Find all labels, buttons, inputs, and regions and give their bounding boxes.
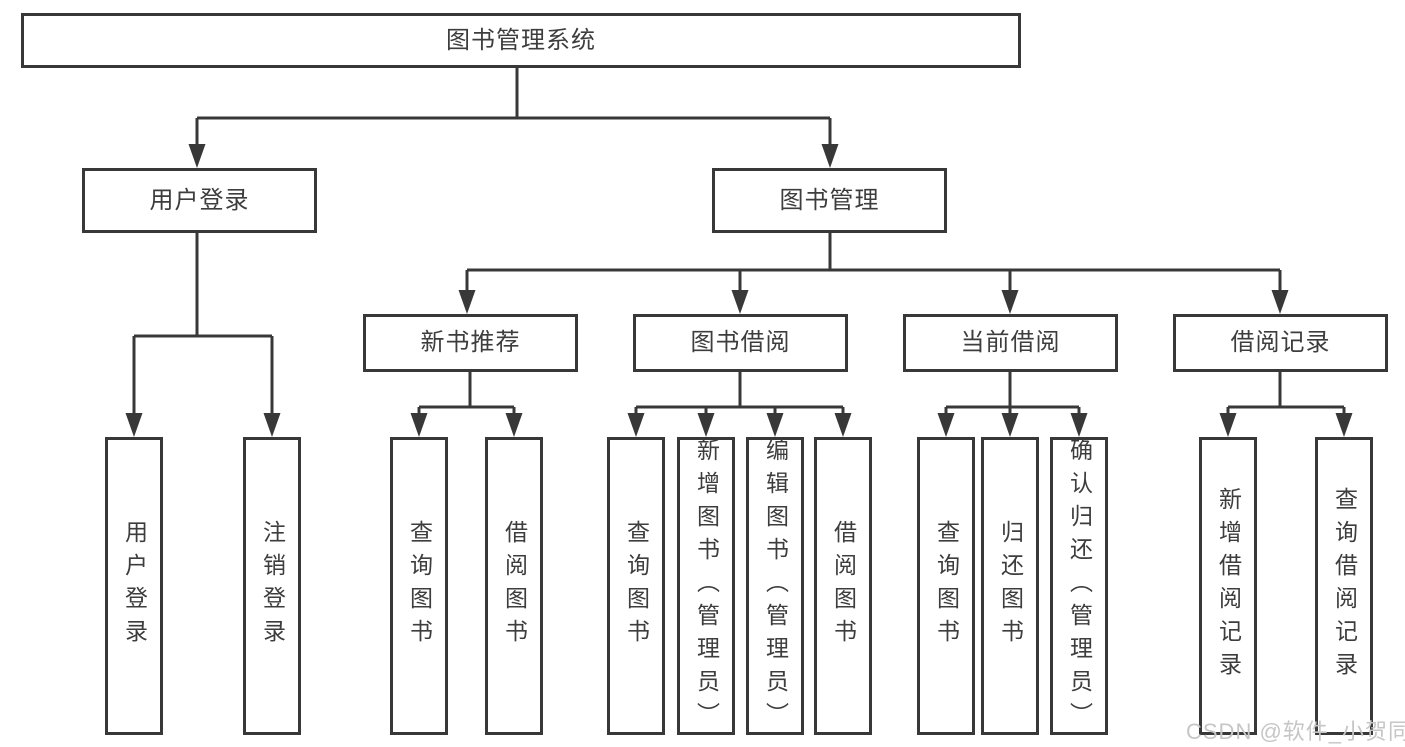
arrow-down-icon — [697, 413, 715, 437]
arrow-down-icon — [1001, 413, 1019, 437]
leaf-add-book-admin: 新增图书（管理员） — [677, 437, 735, 735]
leaf-edit-book-admin: 编辑图书（管理员） — [746, 437, 804, 735]
node-user-login: 用户登录 — [82, 168, 317, 233]
arrow-down-icon — [627, 413, 645, 437]
csdn-watermark: CSDN @软件_小贺同学 — [1186, 719, 1405, 744]
leaf-confirm-return-admin-label: 确认归还（管理员） — [1066, 437, 1093, 735]
leaf-return-book: 归还图书 — [981, 437, 1039, 735]
leaf-query-books-current: 查询图书 — [917, 437, 975, 735]
arrow-down-icon — [1219, 413, 1237, 437]
node-book-borrow-label: 图书借阅 — [690, 329, 791, 356]
node-new-book-recommend: 新书推荐 — [363, 314, 578, 372]
leaf-query-books-borrow-label: 查询图书 — [623, 520, 650, 652]
arrow-down-icon — [821, 144, 839, 168]
leaf-user-login: 用户登录 — [105, 437, 163, 735]
arrowheads — [125, 144, 1353, 437]
arrow-down-icon — [1070, 413, 1088, 437]
leaf-query-borrow-record: 查询借阅记录 — [1315, 437, 1373, 735]
leaf-user-login-label: 用户登录 — [121, 520, 148, 652]
arrow-down-icon — [458, 290, 476, 314]
leaf-return-book-label: 归还图书 — [997, 520, 1024, 652]
leaf-confirm-return-admin: 确认归还（管理员） — [1050, 437, 1108, 735]
node-borrow-records: 借阅记录 — [1173, 314, 1388, 372]
node-book-borrow: 图书借阅 — [633, 314, 848, 372]
node-new-book-recommend-label: 新书推荐 — [420, 329, 521, 356]
node-current-borrow-label: 当前借阅 — [960, 329, 1061, 356]
node-book-management-label: 图书管理 — [779, 186, 880, 214]
arrow-down-icon — [263, 413, 281, 437]
leaf-query-books-recommend: 查询图书 — [390, 437, 448, 735]
leaf-logout: 注销登录 — [243, 437, 301, 735]
node-borrow-records-label: 借阅记录 — [1230, 329, 1331, 356]
leaf-add-book-admin-label: 新增图书（管理员） — [693, 437, 720, 735]
leaf-borrow-books-recommend: 借阅图书 — [485, 437, 543, 735]
arrow-down-icon — [766, 413, 784, 437]
leaf-logout-label: 注销登录 — [259, 520, 286, 652]
leaf-borrow-books-recommend-label: 借阅图书 — [501, 520, 528, 652]
leaf-edit-book-admin-label: 编辑图书（管理员） — [762, 437, 789, 735]
leaf-query-books-borrow: 查询图书 — [607, 437, 665, 735]
leaf-borrow-books: 借阅图书 — [814, 437, 872, 735]
node-book-management: 图书管理 — [712, 168, 947, 233]
arrow-down-icon — [188, 144, 206, 168]
leaf-add-borrow-record: 新增借阅记录 — [1199, 437, 1257, 735]
arrow-down-icon — [1271, 290, 1289, 314]
node-user-login-label: 用户登录 — [149, 186, 250, 214]
arrow-down-icon — [410, 413, 428, 437]
leaf-query-borrow-record-label: 查询借阅记录 — [1331, 487, 1358, 685]
arrow-down-icon — [125, 413, 143, 437]
arrow-down-icon — [937, 413, 955, 437]
leaf-add-borrow-record-label: 新增借阅记录 — [1215, 487, 1242, 685]
arrow-down-icon — [731, 290, 749, 314]
arrow-down-icon — [505, 413, 523, 437]
node-root: 图书管理系统 — [21, 13, 1021, 68]
node-current-borrow: 当前借阅 — [903, 314, 1118, 372]
tree-edges — [132, 68, 1346, 416]
arrow-down-icon — [1335, 413, 1353, 437]
leaf-query-books-recommend-label: 查询图书 — [406, 520, 433, 652]
leaf-borrow-books-label: 借阅图书 — [830, 520, 857, 652]
arrow-down-icon — [1001, 290, 1019, 314]
node-root-label: 图书管理系统 — [446, 26, 596, 54]
arrow-down-icon — [834, 413, 852, 437]
leaf-query-books-current-label: 查询图书 — [933, 520, 960, 652]
